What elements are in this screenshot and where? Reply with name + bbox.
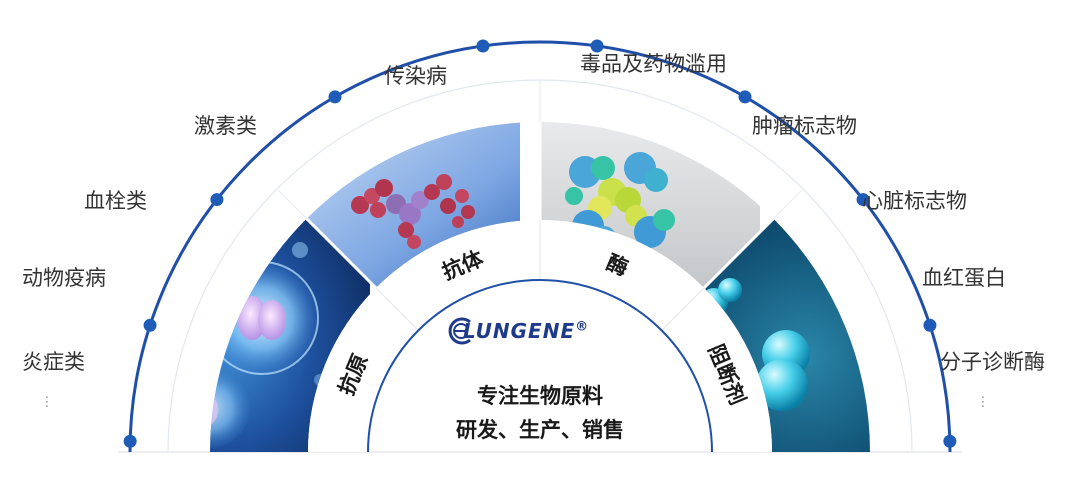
outer-label-left-2: 血栓类: [84, 189, 147, 213]
arc-dot: [856, 193, 870, 207]
arc-dot: [210, 193, 224, 207]
image-divider: [702, 217, 775, 290]
outer-label-right-2: 心脏标志物: [862, 189, 967, 213]
more-indicator-right: ···: [974, 395, 990, 409]
center-tagline-2: 研发、生产、销售: [456, 418, 624, 442]
outer-label-right-3: 血红蛋白: [922, 266, 1006, 290]
arc-dot: [590, 39, 604, 53]
outer-label-left-0: 传染病: [384, 64, 447, 88]
lungene-logo-mark: [448, 317, 471, 345]
ring-spoke: [772, 188, 804, 220]
band-divider: [375, 287, 419, 331]
arc-dots: [123, 39, 957, 448]
arc-dot: [943, 434, 957, 448]
ring-spoke: [276, 188, 308, 220]
outer-label-left-3: 动物疫病: [22, 266, 106, 290]
outer-label-right-0: 毒品及药物滥用: [580, 52, 727, 76]
image-divider: [305, 217, 378, 290]
arc-dot: [143, 318, 157, 332]
more-indicator-left: ···: [38, 395, 54, 409]
image-dividers: [305, 122, 775, 290]
outer-label-left-1: 激素类: [194, 114, 257, 138]
logo-text: LUNGENE: [463, 319, 576, 343]
registered-mark: ®: [575, 319, 590, 335]
outer-label-right-1: 肿瘤标志物: [752, 114, 857, 138]
lungene-logo: LUNGENE®: [463, 319, 589, 343]
inner-label-band: [308, 220, 772, 452]
arc-dot: [328, 90, 342, 104]
inner-blue-ring: [367, 279, 713, 453]
arc-dot: [476, 39, 490, 53]
arc-dot: [923, 318, 937, 332]
center-tagline-1: 专注生物原料: [477, 384, 603, 408]
arc-dot: [123, 434, 137, 448]
outer-blue-arc: [128, 40, 952, 453]
outer-label-right-4: 分子诊断酶: [940, 350, 1045, 374]
band-dividers: [375, 220, 705, 331]
ring-spokes: [276, 80, 804, 220]
band-divider: [661, 287, 705, 331]
arc-dot: [738, 90, 752, 104]
outer-label-left-4: 炎症类: [22, 350, 85, 374]
